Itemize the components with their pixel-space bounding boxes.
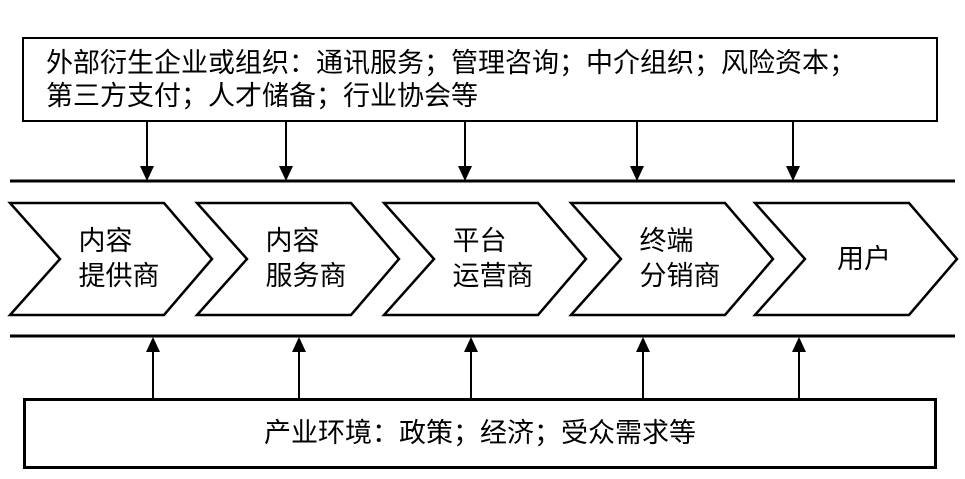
- chevron-label-content-service: 内容 服务商: [265, 226, 347, 291]
- down-arrow-2: [279, 122, 293, 181]
- chevron-platform-operator: [381, 201, 588, 317]
- chevron-content-provider: [7, 201, 214, 317]
- down-arrow-3: [458, 122, 472, 181]
- up-arrow-5: [792, 337, 806, 398]
- down-arrow-1: [140, 122, 154, 181]
- chevron-content-service: [194, 201, 401, 317]
- chevron-shapes: [7, 201, 959, 317]
- industry-environment-box: 产业环境：政策；经济；受众需求等: [23, 398, 937, 469]
- down-arrows: [140, 122, 800, 181]
- external-derivative-text: 外部衍生企业或组织：通讯服务；管理咨询；中介组织；风险资本； 第三方支付；人才储…: [46, 47, 856, 111]
- chevron-terminal-distributor: [568, 201, 775, 317]
- chevron-user: [752, 201, 959, 317]
- up-arrow-3: [464, 337, 478, 398]
- up-arrow-2: [292, 337, 306, 398]
- up-arrows: [146, 337, 806, 398]
- down-arrow-4: [630, 122, 644, 181]
- external-derivative-box: 外部衍生企业或组织：通讯服务；管理咨询；中介组织；风险资本； 第三方支付；人才储…: [22, 37, 938, 122]
- up-arrow-1: [146, 337, 160, 398]
- chevron-label-platform-operator: 平台 运营商: [452, 226, 534, 291]
- chevron-label-content-provider: 内容 提供商: [78, 226, 160, 291]
- down-arrow-5: [786, 122, 800, 181]
- chevron-label-terminal-distributor: 终端 分销商: [639, 226, 721, 291]
- industry-environment-text: 产业环境：政策；经济；受众需求等: [264, 418, 696, 448]
- up-arrow-4: [636, 337, 650, 398]
- chevron-label-user: 用户: [837, 243, 891, 274]
